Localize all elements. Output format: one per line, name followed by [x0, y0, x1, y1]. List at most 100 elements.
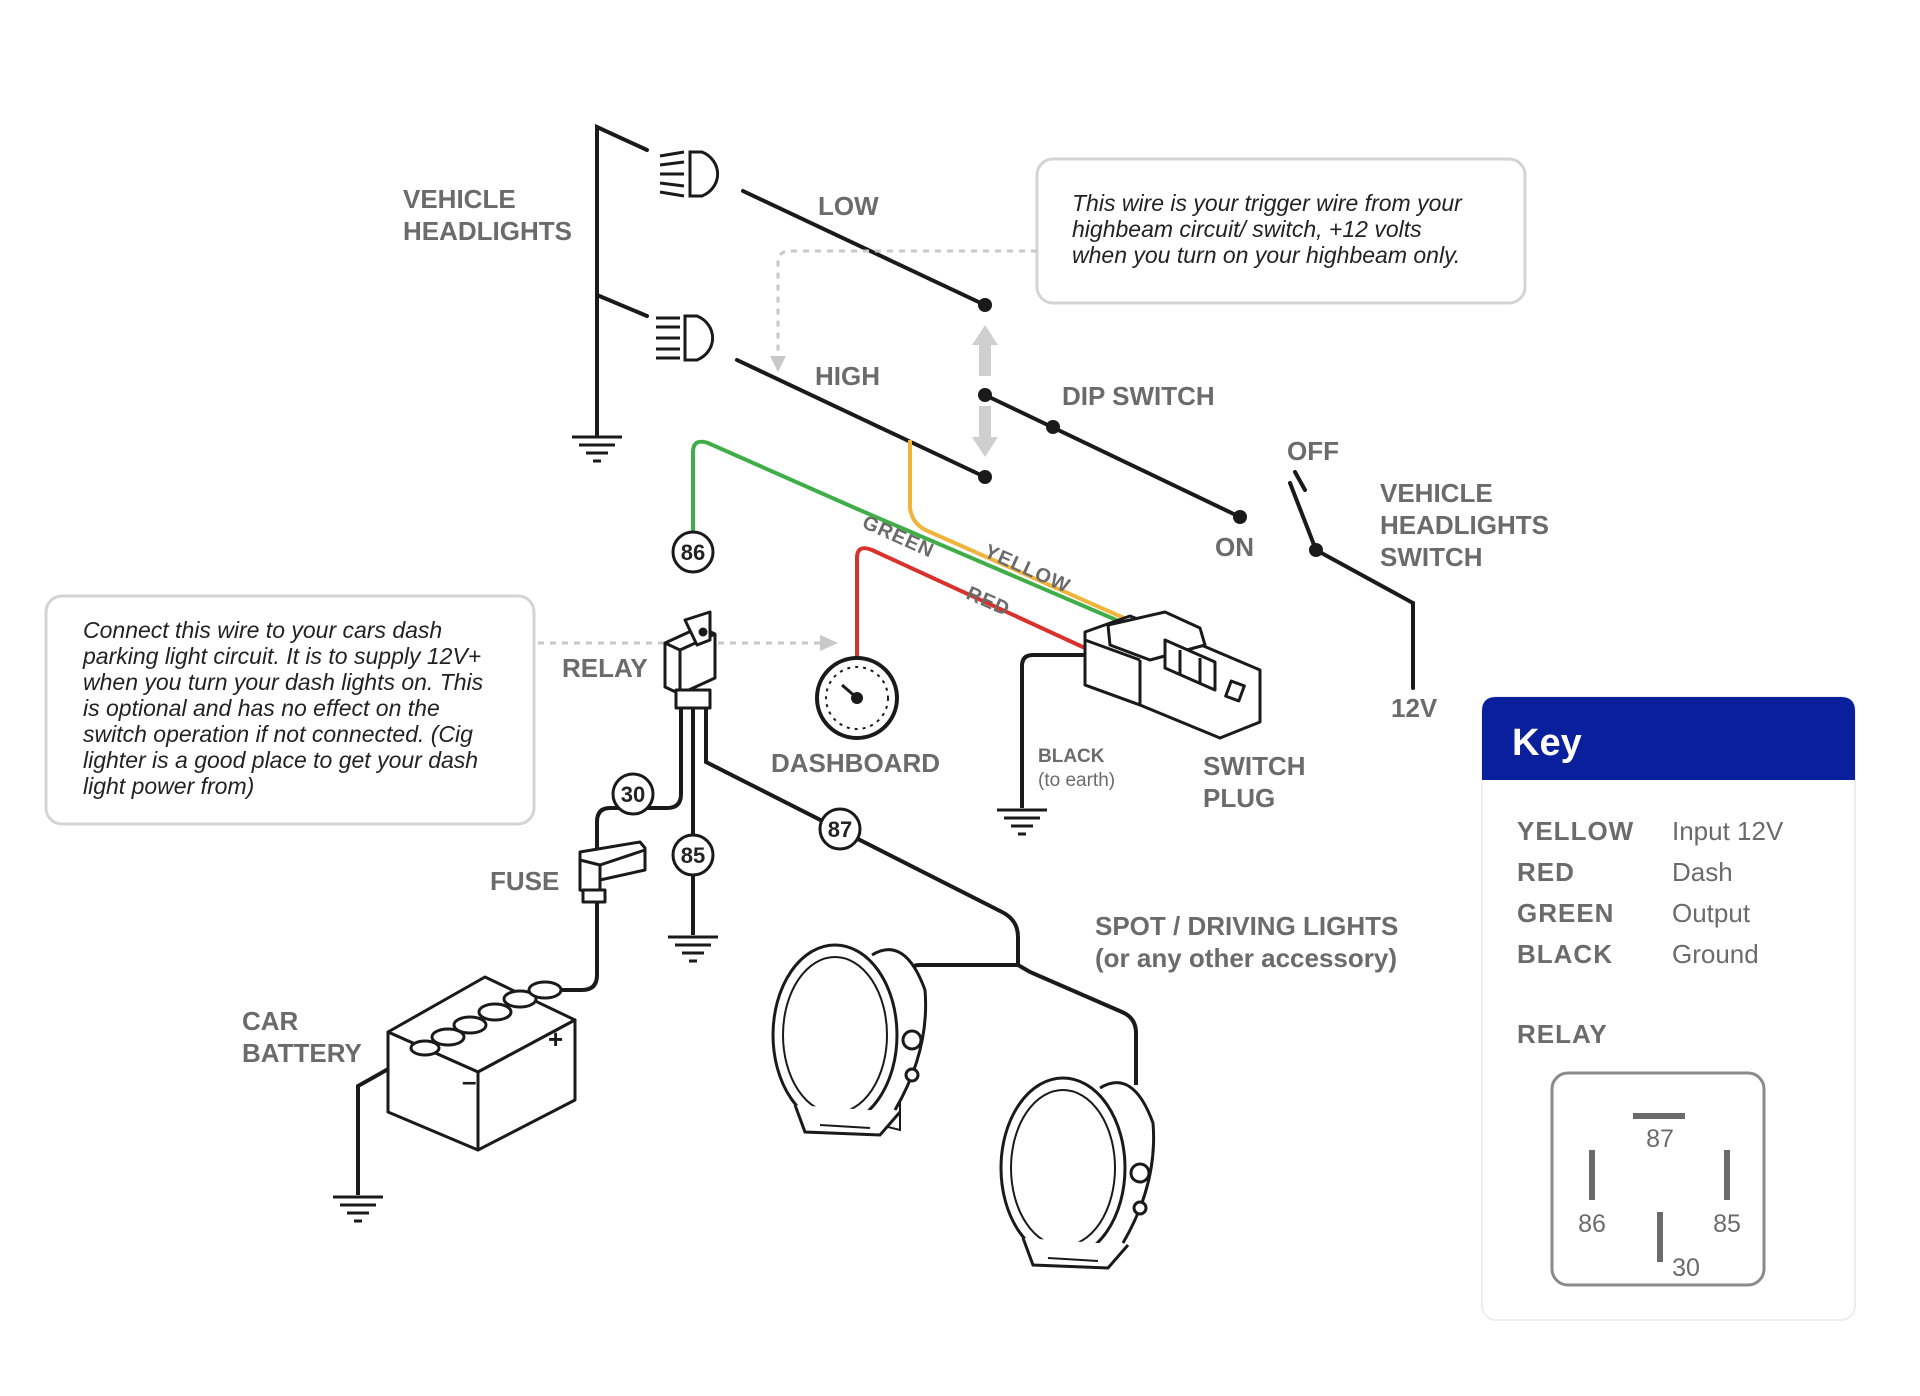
dip-switch [972, 298, 1247, 524]
high-label: HIGH [815, 361, 880, 391]
key-row-yellow-name: YELLOW [1517, 816, 1634, 846]
relay-icon [663, 610, 717, 710]
spot-lights-label-line2: (or any other accessory) [1095, 943, 1397, 973]
pin-87-badge: 87 [818, 807, 862, 851]
12v-label: 12V [1391, 693, 1438, 723]
dip-high-contact [978, 470, 992, 484]
car-battery-icon: – + [386, 975, 577, 1152]
off-label: OFF [1287, 436, 1339, 466]
key-row-black-name: BLACK [1517, 939, 1613, 969]
relay-pin-87-label: 87 [1646, 1125, 1674, 1153]
relay-pin-30-label: 30 [1672, 1254, 1700, 1282]
fuse-icon [578, 840, 647, 904]
switch-blade [1288, 481, 1318, 552]
switch-plug-label-line1: SWITCH [1203, 751, 1306, 781]
switch-pivot [1309, 543, 1323, 557]
key-title: Key [1512, 722, 1582, 764]
pin-86-badge: 86 [671, 530, 715, 574]
light2-feed-wire [1016, 963, 1138, 1085]
trigger-pointer-arrow [770, 249, 1037, 372]
spot-light-2-icon [999, 1076, 1156, 1270]
relay-85-ground-icon [668, 935, 718, 963]
dash-note-line1: Connect this wire to your cars dash [83, 617, 442, 643]
pin-30-text: 30 [621, 782, 645, 807]
dip-arrow-icon [972, 325, 998, 457]
dash-note-line5: switch operation if not connected. (Cig [83, 721, 473, 747]
relay-pin-86-label: 86 [1578, 1210, 1606, 1238]
relay-87-wire [704, 708, 1020, 965]
headlight-ground-wire [595, 123, 649, 437]
vehicle-headlights [595, 123, 987, 479]
dashboard-label: DASHBOARD [771, 748, 940, 778]
black-label-line1: BLACK [1038, 746, 1105, 767]
high-beam-wire [735, 358, 987, 479]
dashboard-gauge-icon [815, 656, 899, 740]
red-wire-tag: RED [963, 582, 1013, 620]
spot-lights-label-line1: SPOT / DRIVING LIGHTS [1095, 911, 1398, 941]
green-wire-tag: GREEN [859, 511, 937, 562]
battery-ground-icon [333, 1195, 383, 1223]
key-row-black-value: Ground [1672, 939, 1759, 969]
battery-minus-mark: – [462, 1066, 476, 1096]
trigger-note-line1: This wire is your trigger wire from your [1072, 190, 1463, 216]
pin-85-badge: 85 [671, 833, 715, 877]
switch-plug-label-line2: PLUG [1203, 783, 1275, 813]
pin-85-text: 85 [681, 843, 705, 868]
key-row-green-value: Output [1672, 898, 1751, 928]
low-beam-wire [741, 189, 987, 307]
dip-pivot-contact [978, 388, 992, 402]
dash-note-box [44, 594, 536, 826]
key-relay-title: RELAY [1517, 1019, 1608, 1049]
vehicle-headlights-label-line2: HEADLIGHTS [403, 216, 572, 246]
dash-note-line6: lighter is a good place to get your dash [83, 747, 478, 773]
dash-pointer-arrow [538, 635, 838, 651]
switch-plug-icon [1083, 610, 1262, 740]
battery-plus-mark: + [548, 1024, 563, 1054]
green-wire [691, 439, 1136, 630]
pin-87-text: 87 [828, 817, 852, 842]
dash-note-line7: light power from) [83, 773, 254, 799]
relay-label: RELAY [562, 653, 648, 683]
headlight-branch-wire [595, 293, 649, 318]
switch-12v-wire [1314, 548, 1415, 690]
dip-low-contact [978, 298, 992, 312]
low-label: LOW [818, 191, 879, 221]
dash-note-line3: when you turn your dash lights on. This [83, 669, 484, 695]
dip-switch-label: DIP SWITCH [1062, 381, 1215, 411]
key-header [1482, 697, 1855, 780]
switch-off-stub [1293, 470, 1307, 492]
pin-86-text: 86 [681, 540, 705, 565]
key-row-green-name: GREEN [1517, 898, 1614, 928]
relay-pinout-box [1550, 1071, 1766, 1287]
key-panel: Key YELLOW Input 12V RED Dash GREEN Outp… [1481, 696, 1856, 1321]
trigger-note-line3: when you turn on your highbeam only. [1072, 242, 1460, 268]
high-beam-lamp-icon [656, 314, 715, 362]
trigger-note: This wire is your trigger wire from your… [1035, 157, 1527, 305]
spot-light-1-icon [771, 943, 928, 1137]
plug-ground-icon [997, 808, 1047, 836]
dash-note-line4: is optional and has no effect on the [83, 695, 440, 721]
key-row-red-value: Dash [1672, 857, 1733, 887]
fuse-to-battery-wire [540, 892, 599, 992]
yellow-wire [908, 440, 1134, 624]
on-label: ON [1215, 532, 1254, 562]
key-row-red-name: RED [1517, 857, 1575, 887]
relay-pin-85-label: 85 [1713, 1210, 1741, 1238]
red-wire [855, 546, 1086, 663]
dash-note-line2: parking light circuit. It is to supply 1… [82, 643, 481, 669]
low-beam-lamp-icon [659, 150, 720, 198]
headlights-switch-label-line1: VEHICLE [1380, 478, 1493, 508]
relay-pinout-diagram: 87 86 85 30 [1550, 1071, 1766, 1287]
headlight-ground-icon [572, 435, 622, 463]
car-battery-label-line2: BATTERY [242, 1038, 362, 1068]
headlights-switch-label-line2: HEADLIGHTS [1380, 510, 1549, 540]
car-battery-label-line1: CAR [242, 1006, 299, 1036]
dip-mid-contact [1046, 420, 1060, 434]
trigger-note-box [1035, 157, 1527, 305]
vehicle-headlights-label-line1: VEHICLE [403, 184, 516, 214]
black-label-line2: (to earth) [1038, 770, 1115, 791]
headlights-switch [1288, 470, 1415, 690]
dip-switch-lever [984, 393, 1241, 519]
